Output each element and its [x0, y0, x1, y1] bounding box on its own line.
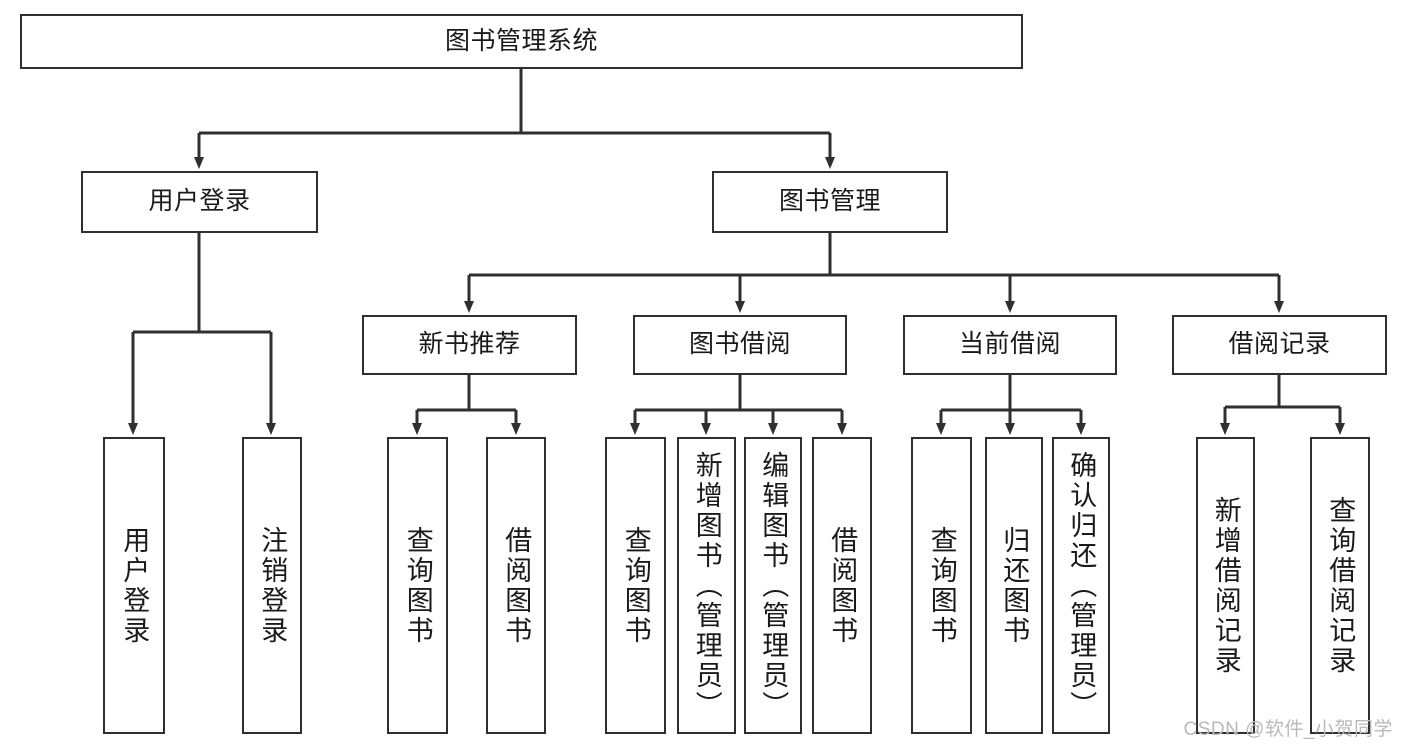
node-label: 新书推荐: [418, 330, 521, 359]
node-label: 用户登录: [148, 187, 251, 216]
node-label: 借阅图书: [501, 525, 532, 646]
node-label: 图书管理系统: [444, 26, 598, 55]
node-leaf-query-book-borrow[interactable]: 查询图书: [605, 437, 666, 734]
node-label: 当前借阅: [958, 330, 1061, 359]
node-current-borrow[interactable]: 当前借阅: [903, 315, 1117, 375]
node-borrow-record[interactable]: 借阅记录: [1172, 315, 1387, 375]
csdn-watermark: CSDN @软件_小贺同学: [1183, 719, 1393, 740]
node-label: 新增图书（管理员）: [691, 450, 722, 721]
node-label: 用户登录: [119, 525, 150, 646]
node-book-borrow[interactable]: 图书借阅: [633, 315, 847, 375]
node-label: 确认归还（管理员）: [1066, 450, 1097, 721]
node-label: 归还图书: [999, 525, 1030, 646]
node-leaf-confirm-return[interactable]: 确认归还（管理员）: [1052, 437, 1110, 734]
node-leaf-query-borrow-record[interactable]: 查询借阅记录: [1310, 437, 1370, 734]
node-label: 查询图书: [402, 525, 433, 646]
node-leaf-logout[interactable]: 注销登录: [242, 437, 302, 734]
node-label: 新增借阅记录: [1210, 495, 1241, 676]
node-label: 借阅记录: [1228, 330, 1331, 359]
node-label: 查询图书: [926, 525, 957, 646]
node-leaf-add-book[interactable]: 新增图书（管理员）: [677, 437, 736, 734]
node-label: 编辑图书（管理员）: [758, 450, 789, 721]
node-user-login[interactable]: 用户登录: [81, 171, 318, 233]
node-book-manage[interactable]: 图书管理: [712, 171, 948, 233]
node-leaf-return-book[interactable]: 归还图书: [985, 437, 1043, 734]
node-root-system[interactable]: 图书管理系统: [20, 14, 1023, 69]
node-label: 查询图书: [620, 525, 651, 646]
node-label: 查询借阅记录: [1325, 495, 1356, 676]
node-leaf-borrow-book[interactable]: 借阅图书: [812, 437, 872, 734]
node-leaf-add-borrow-record[interactable]: 新增借阅记录: [1196, 437, 1255, 734]
node-leaf-edit-book[interactable]: 编辑图书（管理员）: [744, 437, 802, 734]
node-label: 借阅图书: [827, 525, 858, 646]
node-label: 图书借阅: [688, 330, 791, 359]
node-leaf-query-book-current[interactable]: 查询图书: [911, 437, 972, 734]
node-leaf-query-book-rec[interactable]: 查询图书: [387, 437, 448, 734]
node-leaf-borrow-book-rec[interactable]: 借阅图书: [486, 437, 546, 734]
node-leaf-user-login[interactable]: 用户登录: [103, 437, 165, 734]
node-label: 图书管理: [778, 187, 881, 216]
node-new-book-recommend[interactable]: 新书推荐: [362, 315, 577, 375]
node-label: 注销登录: [257, 525, 288, 646]
